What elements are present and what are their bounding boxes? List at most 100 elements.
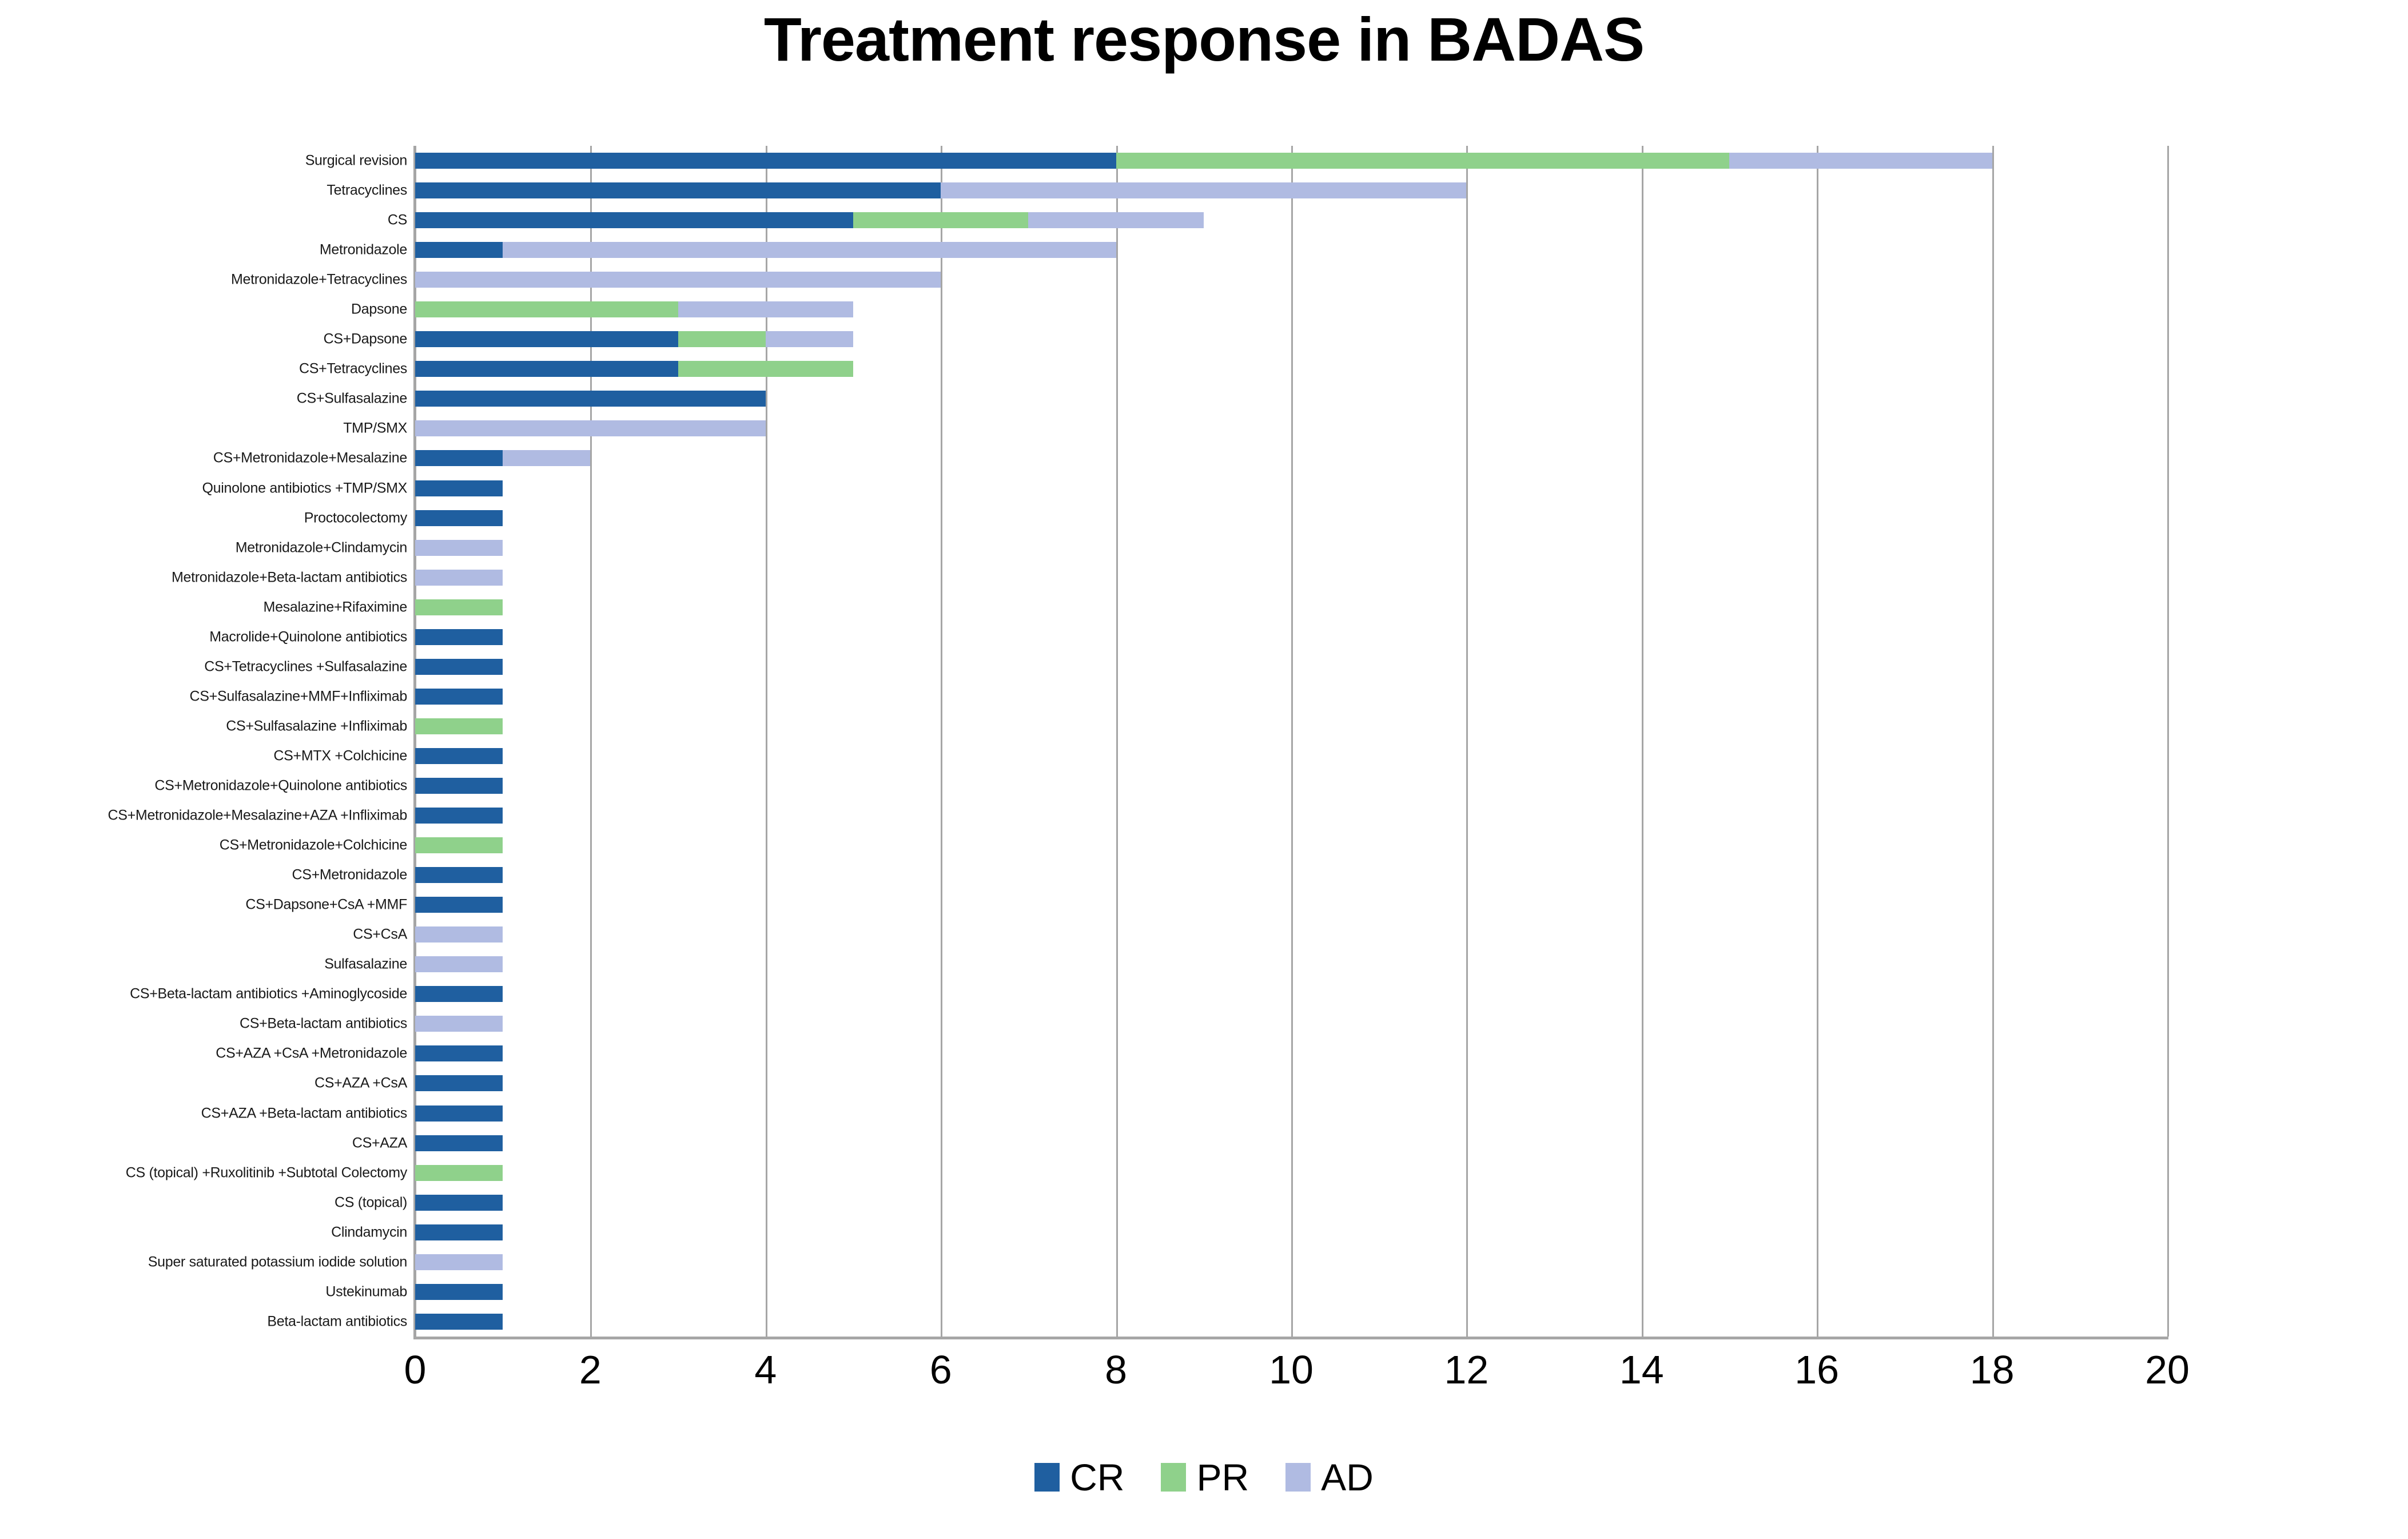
bar-row[interactable]: CS+MTX +Colchicine — [273, 741, 2167, 771]
bar-row[interactable]: Beta-lactam antibiotics — [267, 1307, 2167, 1337]
bar-segment-cr[interactable] — [415, 1283, 503, 1300]
stacked-bar[interactable] — [415, 480, 503, 496]
stacked-bar[interactable] — [415, 1135, 503, 1151]
bar-segment-cr[interactable] — [415, 182, 941, 199]
bar-segment-cr[interactable] — [415, 747, 503, 764]
bar-row[interactable]: Tetracyclines — [327, 176, 2167, 205]
bar-row[interactable]: Quinolone antibiotics +TMP/SMX — [202, 474, 2167, 503]
bar-row[interactable]: CS+Sulfasalazine +Infliximab — [226, 711, 2167, 741]
bar-segment-pr[interactable] — [415, 718, 503, 734]
bar-segment-ad[interactable] — [415, 569, 503, 586]
stacked-bar[interactable] — [415, 1105, 503, 1122]
bar-row[interactable]: Metronidazole — [320, 235, 2167, 265]
bar-segment-pr[interactable] — [415, 599, 503, 615]
stacked-bar[interactable] — [415, 361, 853, 377]
bar-segment-cr[interactable] — [415, 450, 503, 467]
bar-segment-ad[interactable] — [415, 272, 941, 288]
bar-row[interactable]: Proctocolectomy — [304, 503, 2167, 533]
bar-row[interactable]: Metronidazole+Clindamycin — [236, 533, 2167, 563]
bar-segment-ad[interactable] — [415, 420, 766, 437]
stacked-bar[interactable] — [415, 808, 503, 824]
bar-segment-cr[interactable] — [415, 510, 503, 526]
stacked-bar[interactable] — [415, 153, 1992, 169]
bar-segment-ad[interactable] — [415, 956, 503, 973]
stacked-bar[interactable] — [415, 599, 503, 615]
stacked-bar[interactable] — [415, 778, 503, 794]
stacked-bar[interactable] — [415, 1164, 503, 1181]
stacked-bar[interactable] — [415, 629, 503, 645]
stacked-bar[interactable] — [415, 420, 766, 437]
bar-row[interactable]: CS+Beta-lactam antibiotics — [240, 1009, 2167, 1039]
stacked-bar[interactable] — [415, 718, 503, 734]
bar-row[interactable]: CS+Tetracyclines — [299, 354, 2167, 384]
stacked-bar[interactable] — [415, 1313, 503, 1330]
bar-row[interactable]: CS+Metronidazole+Mesalazine+AZA +Inflixi… — [108, 801, 2167, 830]
bar-row[interactable]: CS+AZA +CsA +Metronidazole — [216, 1039, 2167, 1068]
bar-segment-cr[interactable] — [415, 1194, 503, 1211]
legend-item-pr[interactable]: PR — [1161, 1456, 1249, 1499]
stacked-bar[interactable] — [415, 569, 503, 586]
stacked-bar[interactable] — [415, 272, 941, 288]
stacked-bar[interactable] — [415, 837, 503, 854]
stacked-bar[interactable] — [415, 1224, 503, 1240]
bar-segment-cr[interactable] — [415, 658, 503, 675]
bar-segment-cr[interactable] — [415, 808, 503, 824]
bar-segment-pr[interactable] — [678, 361, 853, 377]
bar-segment-pr[interactable] — [853, 212, 1029, 229]
bar-segment-ad[interactable] — [503, 242, 1116, 259]
bar-row[interactable]: CS — [388, 205, 2167, 235]
bar-row[interactable]: CS+AZA +CsA — [315, 1068, 2167, 1098]
stacked-bar[interactable] — [415, 1016, 503, 1032]
bar-row[interactable]: CS+Metronidazole+Mesalazine — [213, 443, 2167, 473]
bar-segment-cr[interactable] — [415, 986, 503, 1003]
bar-row[interactable]: CS+Dapsone+CsA +MMF — [245, 890, 2167, 920]
stacked-bar[interactable] — [415, 1075, 503, 1092]
stacked-bar[interactable] — [415, 182, 1467, 199]
legend-item-cr[interactable]: CR — [1034, 1456, 1124, 1499]
stacked-bar[interactable] — [415, 242, 1116, 259]
stacked-bar[interactable] — [415, 212, 1204, 229]
bar-row[interactable]: CS (topical) — [335, 1188, 2167, 1218]
bar-segment-cr[interactable] — [415, 391, 766, 407]
stacked-bar[interactable] — [415, 1045, 503, 1062]
legend-item-ad[interactable]: AD — [1285, 1456, 1374, 1499]
stacked-bar[interactable] — [415, 450, 591, 467]
bar-row[interactable]: CS+Dapsone — [324, 324, 2167, 354]
bar-row[interactable]: Super saturated potassium iodide solutio… — [148, 1247, 2167, 1277]
bar-row[interactable]: CS+Metronidazole — [292, 860, 2167, 890]
bar-segment-cr[interactable] — [415, 688, 503, 705]
bar-segment-cr[interactable] — [415, 1075, 503, 1092]
bar-segment-pr[interactable] — [415, 1164, 503, 1181]
bar-segment-ad[interactable] — [1729, 153, 1992, 169]
bar-segment-cr[interactable] — [415, 867, 503, 884]
bar-segment-cr[interactable] — [415, 212, 853, 229]
bar-row[interactable]: CS+CsA — [353, 920, 2167, 949]
stacked-bar[interactable] — [415, 688, 503, 705]
bar-row[interactable]: Sulfasalazine — [324, 949, 2167, 979]
bar-row[interactable]: CS+Metronidazole+Colchicine — [220, 830, 2167, 860]
bar-segment-cr[interactable] — [415, 897, 503, 913]
stacked-bar[interactable] — [415, 539, 503, 556]
bar-segment-pr[interactable] — [1116, 153, 1729, 169]
bar-row[interactable]: TMP/SMX — [343, 413, 2167, 443]
bar-row[interactable]: CS+Sulfasalazine+MMF+Infliximab — [190, 682, 2167, 711]
bar-segment-ad[interactable] — [765, 331, 853, 348]
bar-row[interactable]: Metronidazole+Tetracyclines — [231, 265, 2167, 295]
stacked-bar[interactable] — [415, 867, 503, 884]
stacked-bar[interactable] — [415, 510, 503, 526]
bar-segment-pr[interactable] — [415, 301, 678, 318]
bar-row[interactable]: Clindamycin — [331, 1218, 2167, 1247]
bar-row[interactable]: CS (topical) +Ruxolitinib +Subtotal Cole… — [126, 1158, 2167, 1188]
bar-row[interactable]: Ustekinumab — [325, 1277, 2167, 1307]
bar-segment-ad[interactable] — [503, 450, 591, 467]
bar-segment-cr[interactable] — [415, 361, 678, 377]
bar-row[interactable]: Dapsone — [351, 295, 2167, 324]
stacked-bar[interactable] — [415, 391, 766, 407]
bar-row[interactable]: CS+Beta-lactam antibiotics +Aminoglycosi… — [130, 979, 2167, 1009]
bar-row[interactable]: CS+AZA — [352, 1128, 2167, 1158]
bar-segment-pr[interactable] — [415, 837, 503, 854]
stacked-bar[interactable] — [415, 1283, 503, 1300]
stacked-bar[interactable] — [415, 926, 503, 943]
bar-segment-cr[interactable] — [415, 1045, 503, 1062]
bar-row[interactable]: CS+AZA +Beta-lactam antibiotics — [201, 1099, 2167, 1128]
